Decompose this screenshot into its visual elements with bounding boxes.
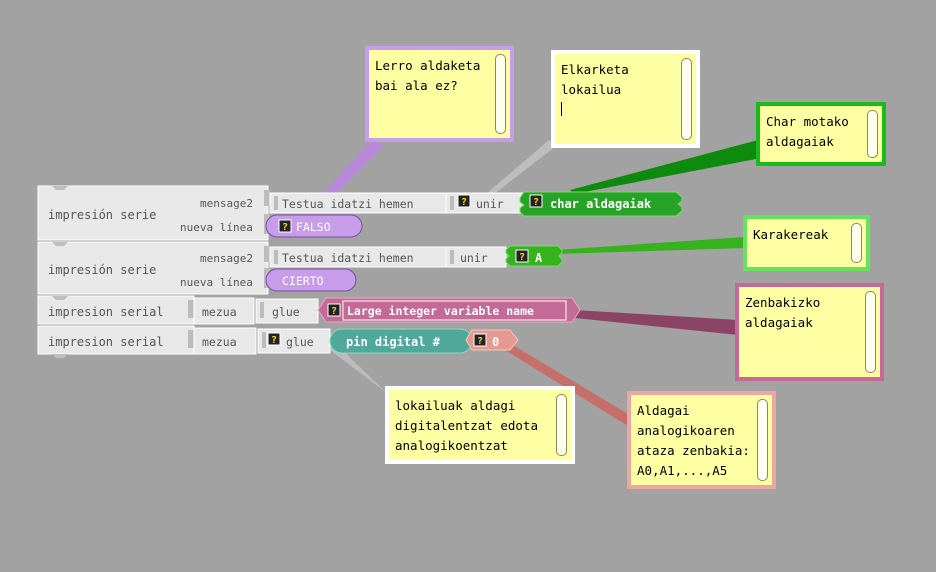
message-input (193, 297, 255, 325)
block-label: impresion serial (48, 305, 164, 319)
comment-analog-pins[interactable]: Aldagai analogikoaren ataza zenbakia: A0… (627, 391, 776, 489)
glue-label: glue (272, 305, 300, 319)
boolean-value[interactable]: FALSO (296, 220, 331, 234)
comment-number-vars[interactable]: Zenbakizko aldagaiak (735, 283, 884, 381)
comment-text[interactable]: Karakereak (753, 227, 829, 242)
mutator-glyph: ? (533, 197, 539, 208)
comment-link-char-vars (570, 140, 761, 194)
mutator-glyph: ? (331, 306, 337, 317)
message-input-label: mensage2 (200, 197, 253, 210)
comment-scrollbar[interactable] (556, 394, 567, 456)
mutator-glyph: ? (271, 335, 277, 346)
message-input-label: mensage2 (200, 252, 253, 265)
print-serial-block-1[interactable]: impresión serie mensage2 nueva línea Tes… (37, 185, 683, 241)
comment-concat[interactable]: Elkarketa lokailua (551, 50, 700, 148)
comment-line-change[interactable]: Lerro aldaketa bai ala ez? (365, 46, 514, 142)
comment-link-analog-pins (505, 344, 628, 426)
text-cursor (561, 102, 562, 116)
mutator-icon[interactable] (457, 194, 471, 208)
boolean-value[interactable]: CIERTO (282, 274, 324, 288)
comment-link-concat (486, 140, 556, 194)
comment-link-connectors (330, 344, 396, 400)
text-value[interactable]: Testua idatzi hemen (282, 197, 414, 211)
comment-connectors[interactable]: lokailuak aldagi digitalentzat edota ana… (385, 386, 575, 464)
message-input-label: mezua (202, 335, 237, 349)
comment-link-line-change (322, 140, 384, 194)
comment-scrollbar[interactable] (851, 223, 862, 263)
block-label: impresion serial (48, 335, 164, 349)
mutator-icon[interactable] (267, 332, 281, 346)
char-variable-name[interactable]: char aldagaiak (550, 197, 652, 211)
glue-block[interactable] (255, 298, 319, 324)
block-label: impresión serie (48, 208, 156, 222)
text-value[interactable]: Testua idatzi hemen (282, 251, 414, 265)
mutator-icon[interactable] (529, 194, 543, 208)
comment-link-chars (555, 237, 745, 254)
pin-number[interactable]: 0 (492, 335, 499, 349)
message-input (193, 327, 257, 355)
mutator-glyph: ? (477, 336, 483, 347)
newline-input-label: nueva línea (180, 276, 253, 289)
comment-text[interactable]: Aldagai analogikoaren ataza zenbakia: A0… (637, 403, 750, 478)
variable-name-field[interactable] (342, 300, 567, 321)
comment-text[interactable]: Elkarketa lokailua (561, 62, 629, 97)
comment-char-vars[interactable]: Char motako aldagaiak (756, 102, 886, 166)
mutator-glyph: ? (461, 197, 467, 208)
comment-chars[interactable]: Karakereak (743, 215, 870, 271)
mutator-icon[interactable] (327, 303, 341, 317)
boolean-true-block[interactable] (265, 268, 357, 292)
pin-digital-label: pin digital # (346, 335, 441, 349)
char-value[interactable]: A (535, 251, 543, 265)
newline-input-label: nueva línea (180, 221, 253, 234)
glue-label: glue (286, 335, 314, 349)
mutator-icon[interactable] (278, 219, 292, 233)
print-serial-block-2[interactable]: impresión serie mensage2 nueva línea Tes… (37, 241, 563, 295)
char-value-block[interactable] (505, 245, 563, 267)
join-label: unir (460, 251, 488, 265)
block-label: impresión serie (48, 263, 156, 277)
mutator-glyph: ? (519, 252, 525, 263)
comment-scrollbar[interactable] (495, 54, 506, 134)
comment-scrollbar[interactable] (867, 110, 878, 158)
comment-text[interactable]: Char motako aldagaiak (766, 114, 849, 149)
comment-scrollbar[interactable] (681, 58, 692, 140)
comment-text[interactable]: lokailuak aldagi digitalentzat edota ana… (395, 398, 538, 453)
comment-text[interactable]: Zenbakizko aldagaiak (745, 295, 821, 330)
join-block[interactable] (445, 246, 507, 268)
comment-scrollbar[interactable] (865, 291, 876, 373)
serial-print-block-2[interactable]: impresion serial mezua ? glue pin digita… (37, 325, 519, 358)
comment-scrollbar[interactable] (757, 399, 768, 481)
variable-name[interactable]: Large integer variable name (347, 304, 534, 318)
message-input-label: mezua (202, 305, 237, 319)
char-variable-block[interactable] (519, 191, 683, 217)
mutator-icon[interactable] (515, 249, 529, 263)
comment-text[interactable]: Lerro aldaketa bai ala ez? (375, 58, 481, 93)
comment-link-number-vars (575, 310, 738, 335)
serial-print-block-1[interactable]: impresion serial mezua glue ? Large inte… (37, 295, 581, 325)
mutator-icon[interactable] (473, 333, 487, 347)
mutator-glyph: ? (282, 222, 288, 233)
join-label: unir (476, 197, 504, 211)
